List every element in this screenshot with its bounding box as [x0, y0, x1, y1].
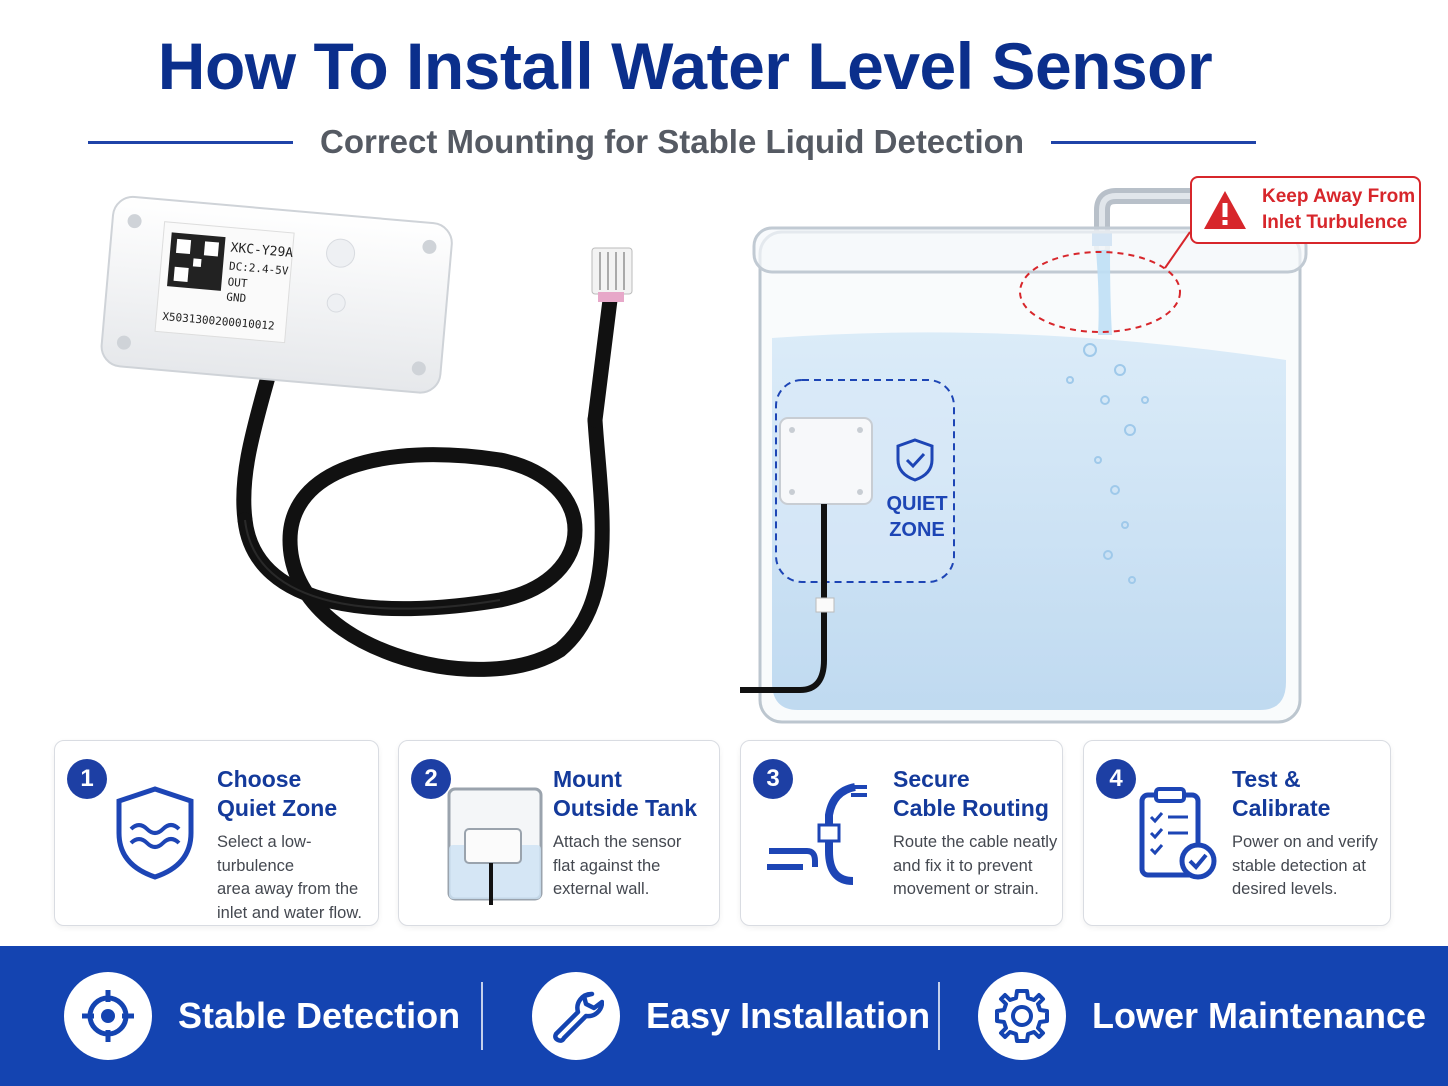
step-title-line: Cable Routing [893, 795, 1049, 821]
tank-illustration [740, 188, 1308, 724]
step-title-line: Outside Tank [553, 795, 697, 821]
step-desc-line: Route the cable neatly [893, 833, 1058, 851]
subtitle-row: Correct Mounting for Stable Liquid Detec… [88, 120, 1256, 164]
step-desc-line: and fix it to prevent [893, 856, 1033, 875]
step-desc-line: Attach the sensor [553, 833, 682, 851]
step-number: 1 [67, 759, 107, 799]
feature-lower-maintenance: Lower Maintenance [978, 972, 1426, 1060]
step-card-2: 2 Mount Outside Tank Attach the sensor f… [398, 740, 720, 926]
step-title-line: Test & [1232, 766, 1301, 792]
step-description: Power on and verify stable detection at … [1232, 831, 1378, 902]
step-desc-line: external wall. [553, 880, 650, 898]
feature-label: Easy Installation [646, 995, 931, 1036]
cable-clip-icon [767, 783, 867, 885]
subtitle-divider-right [1051, 140, 1256, 144]
step-title-line: Quiet Zone [217, 795, 338, 821]
wrench-icon [553, 991, 604, 1043]
sensor-model-text: XKC-Y29A [230, 241, 294, 261]
warning-icon [1204, 191, 1246, 229]
step-desc-line: inlet and water flow. [217, 903, 362, 922]
step-number: 3 [753, 759, 793, 799]
step-title-line: Calibrate [1232, 795, 1331, 821]
step-desc-line: movement or strain. [893, 880, 1039, 898]
banner-divider [938, 982, 940, 1050]
sensor-product-image: XKC-Y29A DC:2.4-5V OUT GND X503130020001… [100, 195, 633, 677]
step-desc-line: area away from the [217, 880, 359, 898]
benefits-banner: Stable Detection Easy Installation Lower… [0, 946, 1448, 1086]
step-card-3: 3 Secure Cable Routing Route the cable n… [740, 740, 1063, 926]
step-number: 4 [1096, 759, 1136, 799]
banner-divider [481, 982, 483, 1050]
step-description: Select a low-turbulence area away from t… [217, 831, 378, 925]
step-title: Choose Quiet Zone [217, 765, 337, 823]
step-title-line: Secure [893, 766, 970, 792]
step-title-line: Mount [553, 766, 622, 792]
quiet-zone-line1: QUIET [886, 493, 948, 515]
turbulence-warning-callout: Keep Away From Inlet Turbulence [1190, 176, 1421, 244]
sensor-gnd-text: GND [226, 290, 247, 305]
feature-label: Stable Detection [178, 995, 461, 1036]
step-desc-line: flat against the [553, 856, 661, 875]
sensor-out-text: OUT [227, 275, 248, 290]
quiet-zone-label: QUIET ZONE [880, 491, 954, 543]
page-subtitle: Correct Mounting for Stable Liquid Detec… [320, 123, 1024, 160]
step-title-line: Choose [217, 766, 302, 792]
step-description: Route the cable neatly and fix it to pre… [893, 831, 1057, 902]
warning-line2: Inlet Turbulence [1262, 212, 1408, 233]
feature-stable-detection: Stable Detection [64, 972, 460, 1060]
step-number: 2 [411, 759, 451, 799]
step-card-1: 1 Choose Quiet Zone Select a low-turbule… [54, 740, 379, 926]
step-description: Attach the sensor flat against the exter… [553, 831, 681, 902]
sensor-voltage-text: DC:2.4-5V [228, 260, 289, 278]
step-title: Test & Calibrate [1232, 765, 1330, 823]
step-title: Secure Cable Routing [893, 765, 1049, 823]
warning-line1: Keep Away From [1262, 186, 1416, 207]
page-title: How To Install Water Level Sensor [157, 29, 1213, 103]
quiet-zone-line2: ZONE [889, 519, 945, 541]
step-desc-line: Select a low-turbulence [217, 833, 312, 875]
step-desc-line: stable detection at [1232, 856, 1366, 875]
feature-label: Lower Maintenance [1092, 995, 1427, 1036]
warning-text: Keep Away From Inlet Turbulence [1262, 184, 1415, 236]
step-title: Mount Outside Tank [553, 765, 697, 823]
feature-easy-installation: Easy Installation [532, 972, 930, 1060]
shield-water-icon [116, 786, 194, 880]
gear-icon [995, 989, 1049, 1043]
target-icon [82, 990, 134, 1042]
subtitle-divider-left [88, 140, 293, 144]
sensor-on-tank-icon [447, 787, 543, 905]
step-desc-line: Power on and verify [1232, 833, 1378, 851]
step-desc-line: desired levels. [1232, 880, 1338, 898]
clipboard-check-icon [1139, 787, 1217, 880]
step-card-4: 4 Test & Calibrate Power on and verify s… [1083, 740, 1391, 926]
